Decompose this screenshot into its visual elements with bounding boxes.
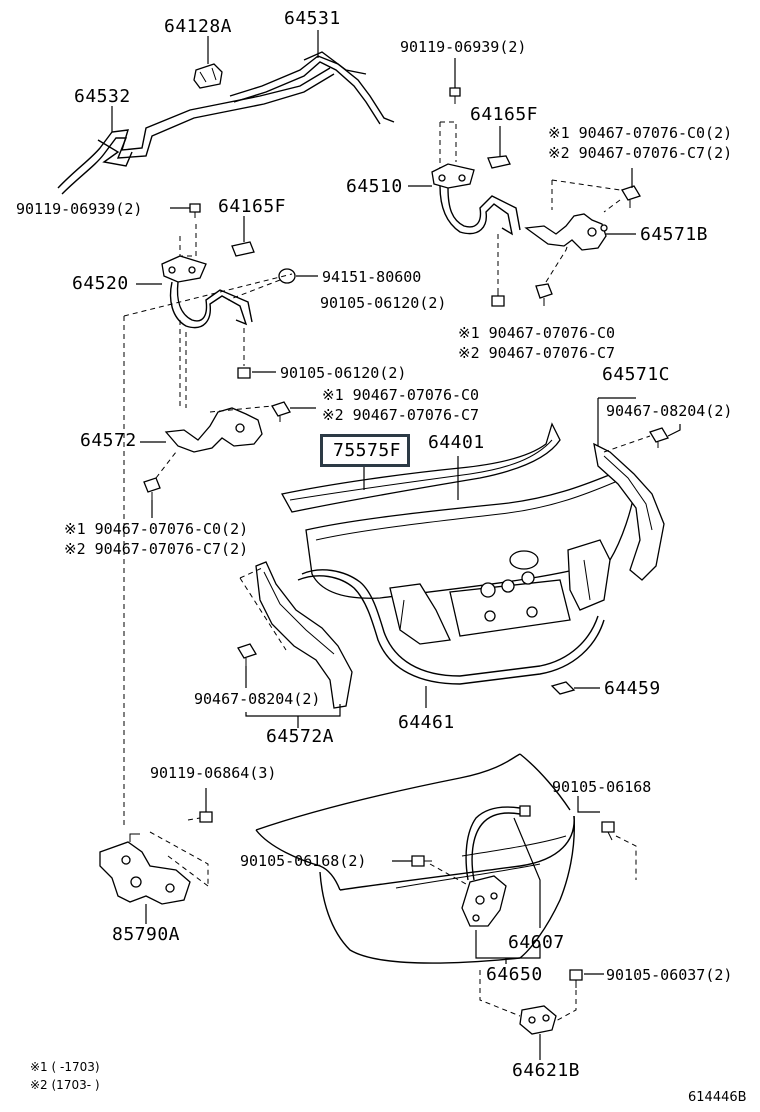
cable-64532[interactable]: [57, 67, 335, 195]
label-64128A[interactable]: 64128A: [164, 16, 233, 37]
label-callout1-low[interactable]: ※1 90467-07076-C0(2): [64, 520, 249, 538]
label-75575F-highlighted[interactable]: 75575F: [320, 434, 411, 467]
label-90119-06864[interactable]: 90119-06864(3): [150, 764, 277, 782]
label-64165F-left[interactable]: 64165F: [218, 196, 287, 217]
clip-64572-bottom[interactable]: [143, 451, 177, 518]
clip-64572A[interactable]: [237, 643, 257, 688]
label-callout2-mid[interactable]: ※2 90467-07076-C7: [458, 344, 616, 362]
label-94151-80600[interactable]: 94151-80600: [322, 268, 422, 286]
label-64532[interactable]: 64532: [74, 86, 131, 107]
trim-64571C[interactable]: [593, 442, 665, 581]
bracket-64572[interactable]: [164, 407, 263, 453]
clip-64571B-top[interactable]: [551, 179, 641, 213]
trunk-lid-lower[interactable]: [255, 753, 576, 964]
cable-64607[interactable]: [465, 805, 531, 881]
label-90119-06939-right[interactable]: 90119-06939(2): [400, 38, 527, 56]
hinge-64520[interactable]: [161, 255, 253, 329]
weatherstrip-75575F[interactable]: [281, 422, 561, 513]
label-64165F-right[interactable]: 64165F: [470, 104, 539, 125]
bracket-64571B[interactable]: [524, 213, 608, 251]
bolt-90105-06168-left[interactable]: [392, 855, 467, 885]
hinge-64510[interactable]: [431, 163, 521, 236]
label-64571B[interactable]: 64571B: [640, 224, 709, 245]
label-callout2-left[interactable]: ※2 90467-07076-C7: [322, 406, 480, 424]
label-callout2-low[interactable]: ※2 90467-07076-C7(2): [64, 540, 249, 558]
bolt-90105-06037[interactable]: [553, 969, 604, 1023]
trim-64572A[interactable]: [255, 561, 353, 709]
label-64572[interactable]: 64572: [80, 430, 137, 451]
label-90105-06037[interactable]: 90105-06037(2): [606, 966, 733, 984]
nut-64165F-right[interactable]: [487, 126, 511, 169]
trunk-lid-64401[interactable]: [305, 469, 637, 645]
label-64520[interactable]: 64520: [72, 273, 129, 294]
label-64459[interactable]: 64459: [604, 678, 661, 699]
motor-85790A[interactable]: [99, 833, 191, 905]
label-callout1-top[interactable]: ※1 90467-07076-C0(2): [548, 124, 733, 142]
bolt-90105-06168-right[interactable]: [577, 796, 637, 880]
lock-64650[interactable]: [461, 875, 507, 927]
bolt-90119-06939-right[interactable]: [449, 58, 461, 104]
label-callout1-left[interactable]: ※1 90467-07076-C0: [322, 386, 480, 404]
label-64510[interactable]: 64510: [346, 176, 403, 197]
label-90105-06168-left[interactable]: 90105-06168(2): [240, 852, 367, 870]
clip-64572-top[interactable]: [209, 401, 316, 422]
bolt-90119-06864[interactable]: [149, 788, 213, 887]
label-90467-08204-right[interactable]: 90467-08204(2): [606, 402, 733, 420]
label-90105-06168-right[interactable]: 90105-06168: [552, 778, 652, 796]
bolt-90119-06939-left[interactable]: [170, 203, 201, 218]
label-callout1-mid[interactable]: ※1 90467-07076-C0: [458, 324, 616, 342]
cable-64531[interactable]: [229, 30, 395, 125]
drawing-reference: 614446B: [688, 1090, 747, 1105]
label-64401[interactable]: 64401: [428, 432, 485, 453]
label-90467-08204-left[interactable]: 90467-08204(2): [194, 690, 321, 708]
clip-64459[interactable]: [550, 681, 600, 695]
label-64621B[interactable]: 64621B: [512, 1060, 581, 1081]
label-90105-06120-upper[interactable]: 90105-06120(2): [320, 294, 447, 312]
footnote-1: ※1 ( -1703): [30, 1060, 100, 1074]
label-90119-06939-left[interactable]: 90119-06939(2): [16, 200, 143, 218]
clip-64128A[interactable]: [193, 36, 223, 89]
label-85790A[interactable]: 85790A: [112, 924, 181, 945]
grommet-94151-80600[interactable]: [227, 268, 318, 301]
footnote-2: ※2 (1703- ): [30, 1078, 100, 1092]
label-64571C[interactable]: 64571C: [602, 364, 671, 385]
label-64572A[interactable]: 64572A: [266, 726, 335, 747]
clip-64571C[interactable]: [603, 424, 681, 453]
bolt-90105-06120-upper[interactable]: [491, 234, 505, 307]
label-64607[interactable]: 64607: [508, 932, 565, 953]
weatherstrip-64461[interactable]: [297, 569, 605, 685]
label-64531[interactable]: 64531: [284, 8, 341, 29]
label-callout2-top[interactable]: ※2 90467-07076-C7(2): [548, 144, 733, 162]
label-90105-06120-lower[interactable]: 90105-06120(2): [280, 364, 407, 382]
nut-64165F-left[interactable]: [231, 216, 255, 257]
bolt-90105-06120-lower[interactable]: [237, 328, 276, 379]
striker-64621B[interactable]: [519, 1005, 557, 1060]
label-64650[interactable]: 64650: [486, 964, 543, 985]
label-64461[interactable]: 64461: [398, 712, 455, 733]
